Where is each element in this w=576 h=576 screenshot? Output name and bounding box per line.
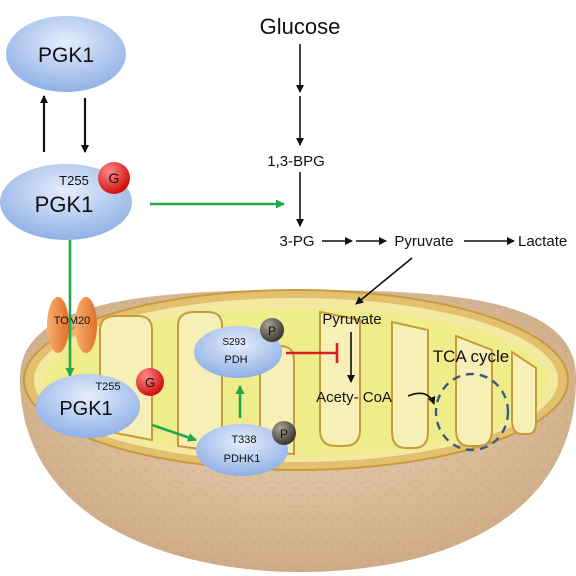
activation-arrows (65, 199, 285, 442)
phospho-badge-pdhk1 (272, 421, 296, 445)
glycosylation-badge-label: G (109, 170, 120, 186)
pdhk1-label: PDHK1 (224, 453, 261, 465)
tom20-channel: TOM20 (47, 297, 97, 353)
pdh-label: PDH (224, 354, 247, 366)
pdhk1-site: T338 (231, 434, 256, 446)
pdh-node: S293 PDH P (194, 318, 284, 378)
inhibition-pdh (286, 343, 339, 363)
acetyl-coa-label: Acety- CoA (316, 389, 392, 406)
tca-cycle-label: TCA cycle (433, 347, 510, 366)
lactate-label: Lactate (518, 233, 567, 250)
pyruvate-cytosol-label: Pyruvate (394, 233, 453, 250)
glucose-label: Glucose (260, 14, 341, 39)
3pg-label: 3-PG (279, 233, 314, 250)
pyruvate-mito-label: Pyruvate (322, 311, 381, 328)
glycosylation-badge (98, 162, 130, 194)
glycolysis-arrows (40, 44, 515, 405)
glycosylation-badge-mito-label: G (145, 375, 155, 390)
arrow-acetylcoa-tca (407, 392, 436, 405)
tca-cycle-ring (434, 372, 510, 452)
arrow-pyruvate-into-mito (355, 257, 413, 305)
pdhk1-node: T338 PDHK1 P (196, 421, 296, 476)
pgk1-cytosol-node: PGK1 (6, 16, 126, 92)
phospho-badge-pdhk1-label: P (280, 427, 288, 441)
arrow-pgk1-to-pdhk1 (151, 423, 197, 442)
pgk1-mito-node: PGK1 T255 G (36, 368, 164, 438)
pgk1-glycosylated-node: PGK1 T255 G (0, 162, 132, 240)
pdh-site: S293 (222, 337, 246, 348)
tom20-label: TOM20 (54, 315, 90, 327)
pgk1-mito-site: T255 (95, 381, 120, 393)
bpg-label: 1,3-BPG (267, 153, 325, 170)
pgk1-mid-label: PGK1 (35, 192, 94, 217)
phospho-badge-pdh (260, 318, 284, 342)
metabolite-labels: Glucose 1,3-BPG 3-PG Pyruvate Lactate Py… (260, 14, 568, 406)
phospho-badge-pdh-label: P (268, 324, 276, 338)
pgk1-mid-site: T255 (59, 173, 89, 188)
pgk1-top-label: PGK1 (38, 44, 94, 67)
pgk1-mito-label: PGK1 (59, 398, 112, 420)
glycosylation-badge-mito (136, 368, 164, 396)
